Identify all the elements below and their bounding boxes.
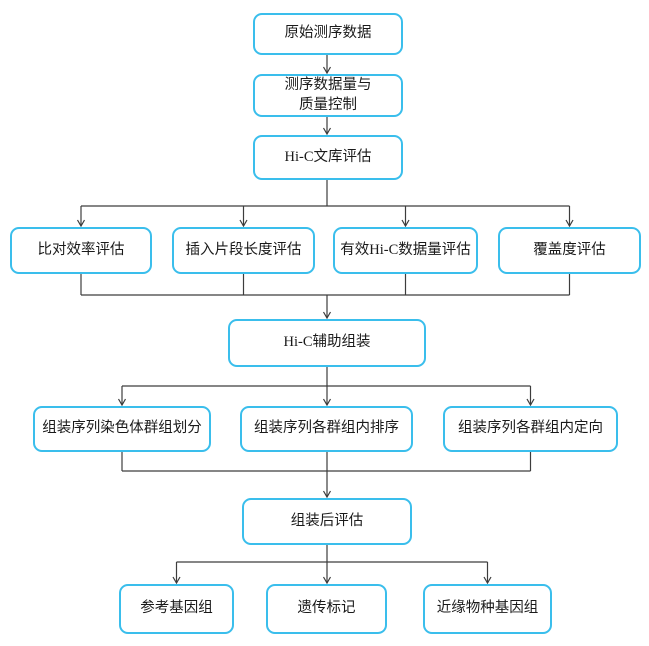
node-label: 组装序列染色体群组划分 — [42, 420, 202, 437]
node-label: 插入片段长度评估 — [185, 241, 302, 258]
node-label: 组装序列各群组内排序 — [254, 420, 399, 437]
node-raw-sequencing-data: 原始测序数据 — [253, 13, 403, 55]
node-chromosome-group-clustering: 组装序列染色体群组划分 — [33, 406, 211, 452]
node-label: 近缘物种基因组 — [436, 600, 539, 617]
node-within-group-ordering: 组装序列各群组内排序 — [240, 406, 413, 452]
node-genetic-marker: 遗传标记 — [266, 584, 387, 634]
node-label: 比对效率评估 — [37, 241, 125, 258]
node-label: 遗传标记 — [297, 600, 356, 617]
node-alignment-efficiency-evaluation: 比对效率评估 — [10, 227, 152, 274]
node-data-quality-control: 测序数据量与 质量控制 — [253, 74, 403, 117]
node-label: 组装后评估 — [290, 512, 364, 529]
node-label: Hi-C辅助组装 — [283, 334, 371, 351]
node-label: 组装序列各群组内定向 — [458, 420, 603, 437]
node-post-assembly-evaluation: 组装后评估 — [242, 498, 412, 545]
node-hic-library-evaluation: Hi-C文库评估 — [253, 135, 403, 180]
node-coverage-evaluation: 覆盖度评估 — [498, 227, 641, 274]
node-hic-assisted-assembly: Hi-C辅助组装 — [228, 319, 426, 367]
node-label: 原始测序数据 — [284, 25, 372, 42]
node-within-group-orienting: 组装序列各群组内定向 — [443, 406, 618, 452]
node-valid-hic-data-evaluation: 有效Hi-C数据量评估 — [333, 227, 478, 274]
node-related-species-genome: 近缘物种基因组 — [423, 584, 552, 634]
node-label: 覆盖度评估 — [533, 241, 606, 258]
node-reference-genome: 参考基因组 — [119, 584, 234, 634]
node-label: 有效Hi-C数据量评估 — [340, 241, 471, 258]
node-label: 参考基因组 — [140, 600, 213, 617]
node-label: 测序数据量与 质量控制 — [284, 76, 372, 113]
node-insert-length-evaluation: 插入片段长度评估 — [172, 227, 315, 274]
node-label: Hi-C文库评估 — [284, 148, 372, 165]
